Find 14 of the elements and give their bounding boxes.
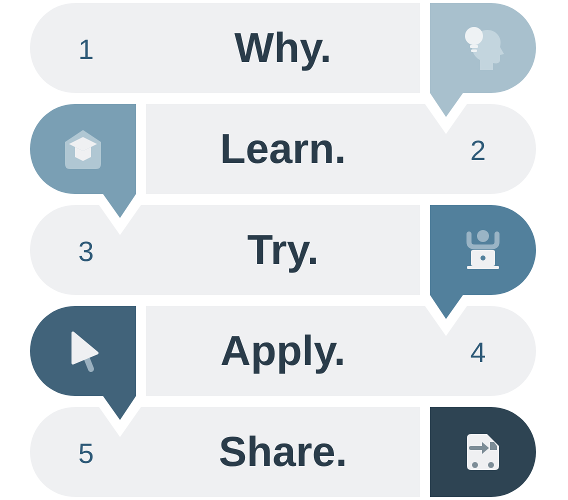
- step-number: 4: [470, 336, 486, 370]
- step-bar: [146, 104, 536, 194]
- step-title: Why.: [234, 24, 332, 72]
- step-bar: [146, 306, 536, 396]
- step-title: Apply.: [220, 326, 346, 376]
- step-bar: [30, 407, 420, 497]
- step-title: Learn.: [220, 124, 346, 174]
- step-bar: [30, 205, 420, 295]
- step-number: 1: [78, 34, 94, 66]
- step-title: Try.: [247, 226, 319, 274]
- step-number: 5: [78, 438, 94, 470]
- step-title: Share.: [218, 428, 348, 476]
- step-number: 3: [78, 236, 94, 268]
- step-number: 2: [470, 134, 486, 168]
